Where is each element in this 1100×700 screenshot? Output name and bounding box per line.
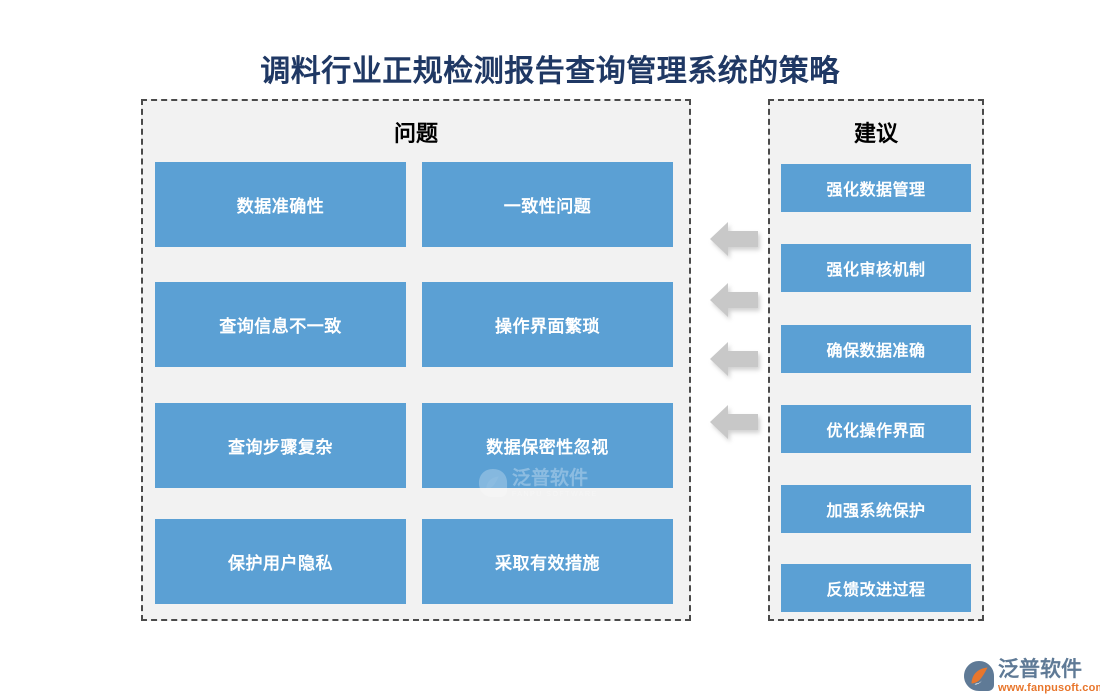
suggestion-box[interactable]: 反馈改进过程 bbox=[781, 564, 971, 612]
problem-box[interactable]: 操作界面繁琐 bbox=[422, 282, 673, 367]
problem-box[interactable]: 查询信息不一致 bbox=[155, 282, 406, 367]
problem-box[interactable]: 采取有效措施 bbox=[422, 519, 673, 604]
suggestion-box[interactable]: 强化审核机制 bbox=[781, 244, 971, 292]
problem-box[interactable]: 查询步骤复杂 bbox=[155, 403, 406, 488]
suggestion-box[interactable]: 加强系统保护 bbox=[781, 485, 971, 533]
problems-panel: 问题 数据准确性 一致性问题 查询信息不一致 操作界面繁琐 查询步骤复杂 数据保… bbox=[141, 99, 691, 621]
fanpu-logo-mark-icon bbox=[964, 661, 994, 691]
suggestion-box[interactable]: 强化数据管理 bbox=[781, 164, 971, 212]
problem-box[interactable]: 数据准确性 bbox=[155, 162, 406, 247]
brand-name: 泛普软件 bbox=[998, 657, 1082, 681]
suggestions-panel: 建议 强化数据管理 强化审核机制 确保数据准确 优化操作界面 加强系统保护 反馈… bbox=[768, 99, 984, 621]
brand-url: www.fanpusoft.com bbox=[998, 681, 1100, 694]
page-title: 调料行业正规检测报告查询管理系统的策略 bbox=[260, 55, 840, 88]
problem-box[interactable]: 数据保密性忽视 bbox=[422, 403, 673, 488]
problems-panel-header: 问题 bbox=[393, 121, 438, 146]
suggestion-box[interactable]: 确保数据准确 bbox=[781, 325, 971, 373]
brand-logo: 泛普软件 www.fanpusoft.com bbox=[963, 655, 1100, 697]
suggestions-panel-header: 建议 bbox=[853, 121, 898, 146]
problem-box[interactable]: 一致性问题 bbox=[422, 162, 673, 247]
arrow-left-icon bbox=[710, 281, 758, 319]
problem-box[interactable]: 保护用户隐私 bbox=[155, 519, 406, 604]
suggestion-box[interactable]: 优化操作界面 bbox=[781, 405, 971, 453]
arrow-left-icon bbox=[710, 403, 758, 441]
arrow-left-icon bbox=[710, 220, 758, 258]
arrow-left-icon bbox=[710, 340, 758, 378]
